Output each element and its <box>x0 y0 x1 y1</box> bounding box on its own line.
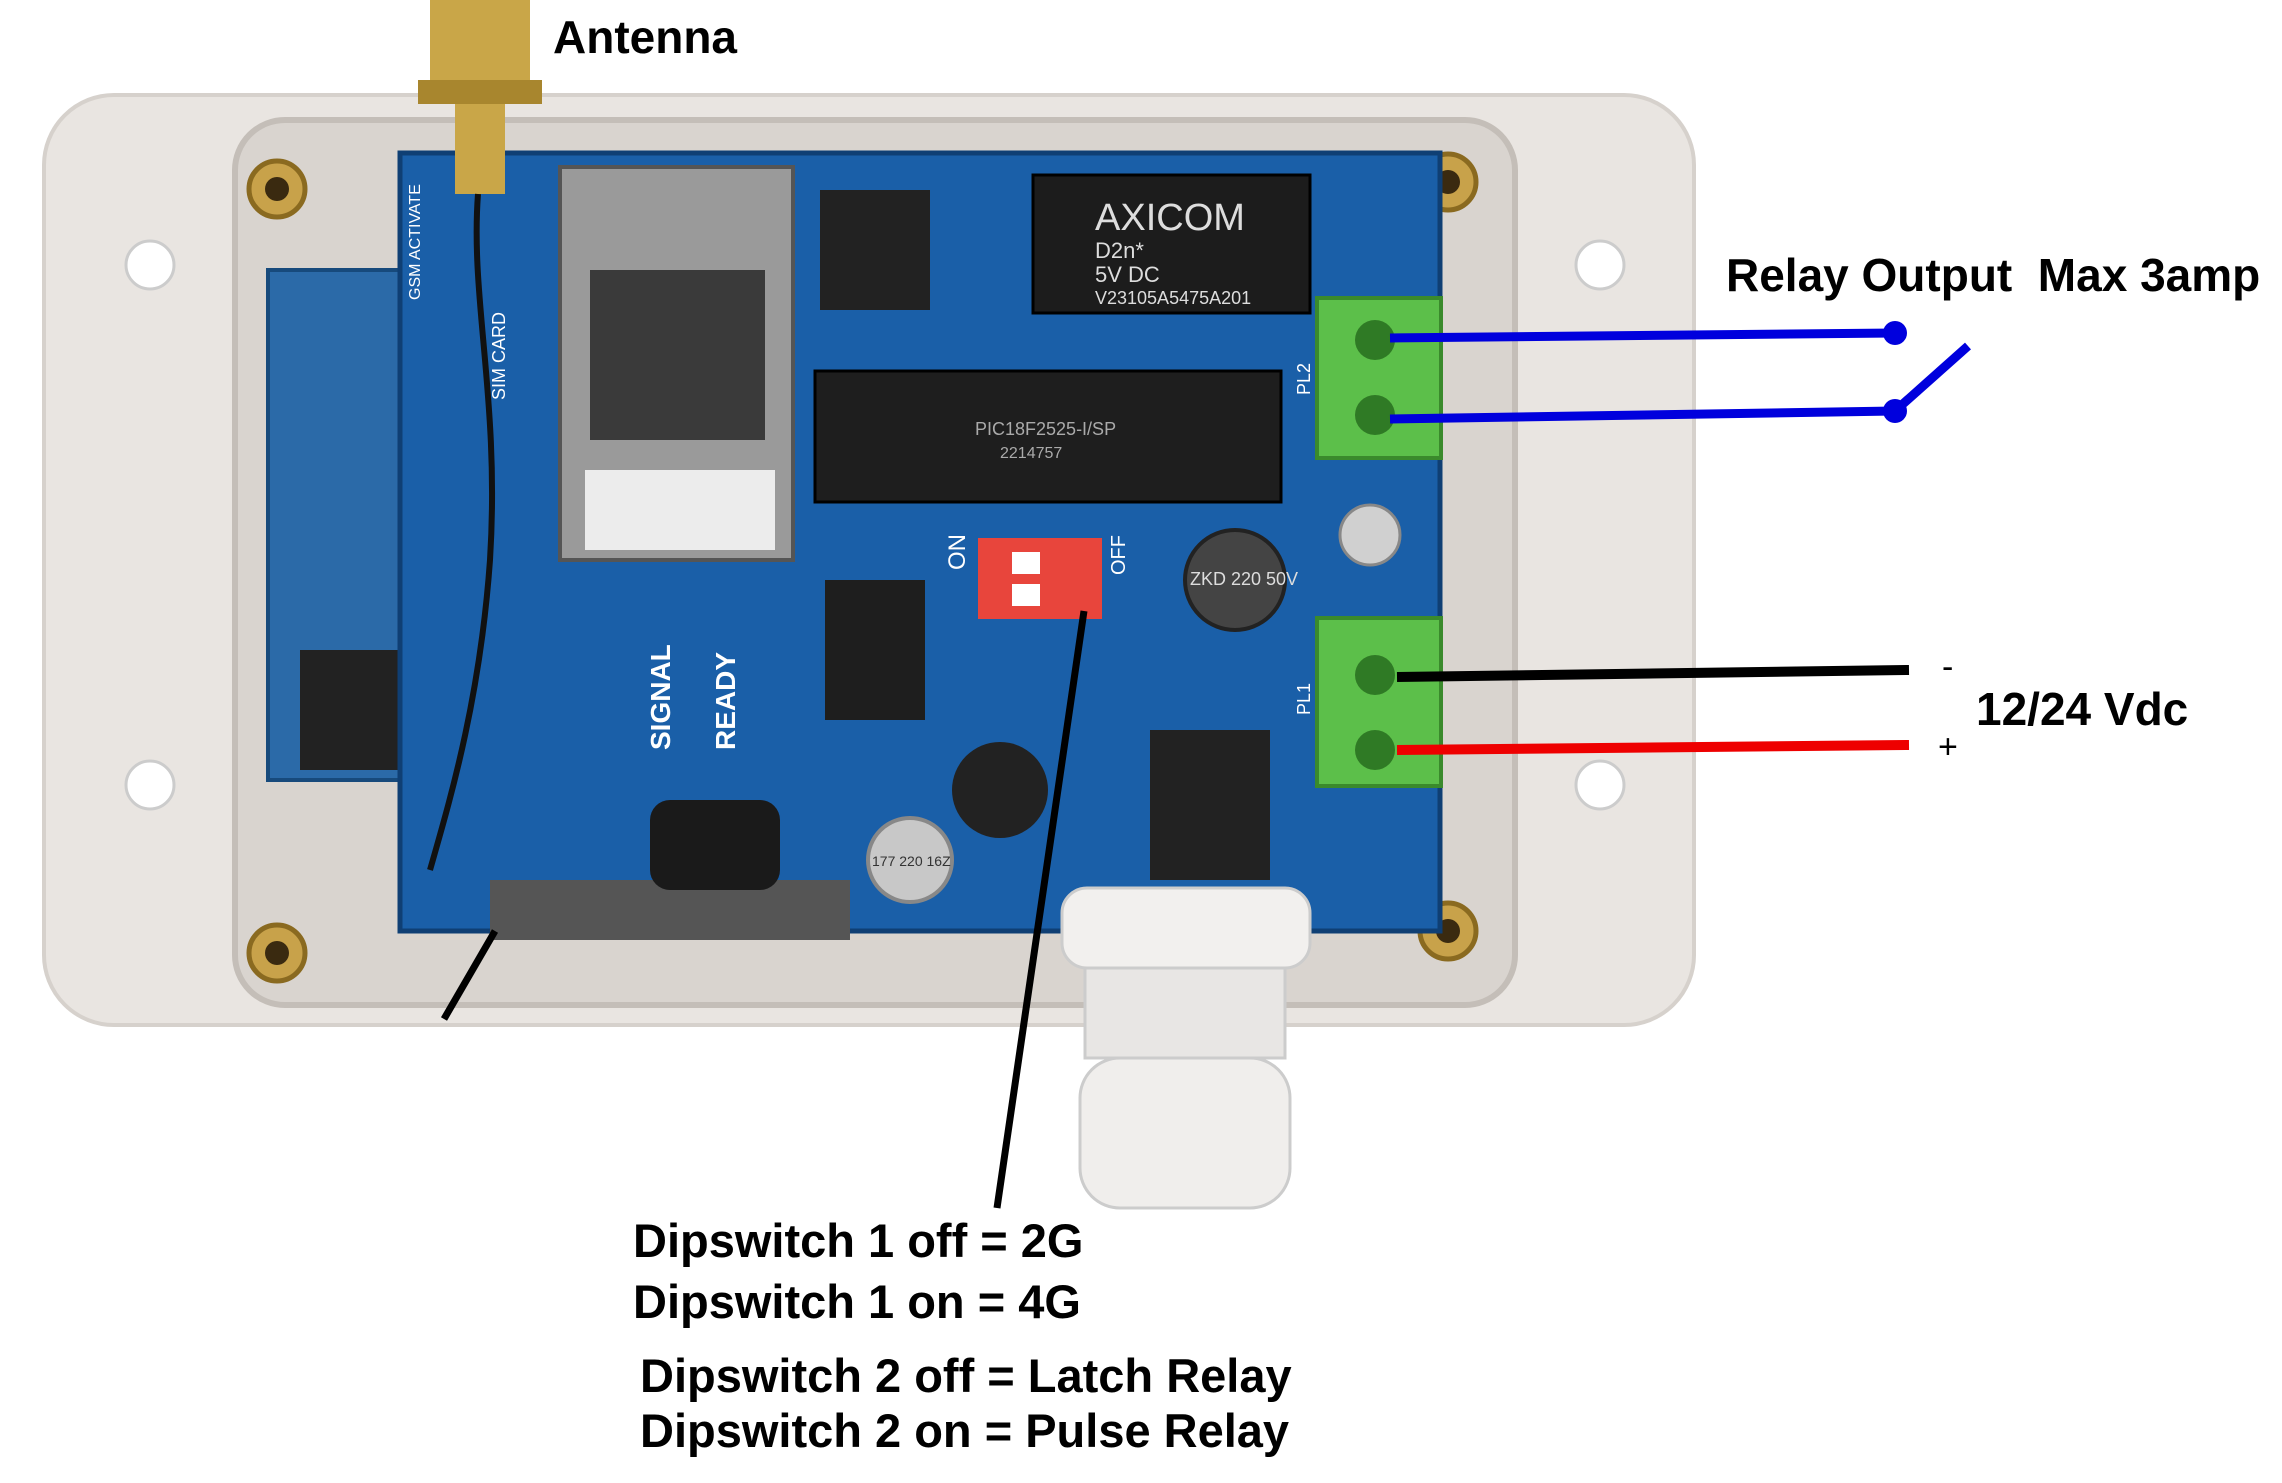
capacitor-small: 177 220 16Z <box>866 816 954 904</box>
svg-text:5V DC: 5V DC <box>1095 262 1160 287</box>
cable-gland <box>1060 886 1312 1210</box>
svg-text:2214757: 2214757 <box>1000 445 1062 462</box>
inductor <box>952 742 1048 838</box>
power-voltage-label: 12/24 Vdc <box>1976 683 2189 735</box>
antenna-label: Antenna <box>553 11 737 63</box>
marking-sim-card: SIM CARD <box>489 312 509 400</box>
antenna-connector <box>418 0 542 871</box>
microcontroller-chip: PIC18F2525-I/SP 2214757 <box>813 369 1283 504</box>
svg-text:V23105A5475A201: V23105A5475A201 <box>1095 288 1251 308</box>
power-plus-label: + <box>1938 728 1958 766</box>
relay-output-label: Relay Output Max 3amp <box>1726 249 2261 301</box>
dipswitch-note-4: Dipswitch 2 on = Pulse Relay <box>640 1404 1290 1457</box>
dip-switch[interactable] <box>978 538 1102 619</box>
radio-module <box>490 800 850 940</box>
dipswitch-pointer-line <box>993 610 1088 1209</box>
marking-dip-on: ON <box>944 534 971 570</box>
relay-component: AXICOM D2n* 5V DC V23105A5475A201 <box>1031 173 1312 315</box>
terminal-block-pl1[interactable] <box>1315 616 1443 788</box>
negative-wire <box>1396 665 1910 682</box>
dipswitch-note-2: Dipswitch 1 on = 4G <box>633 1275 1081 1328</box>
screw <box>1338 503 1402 567</box>
marking-ready: READY <box>710 652 741 750</box>
dipswitch-note-1: Dipswitch 1 off = 2G <box>633 1214 1084 1267</box>
regulator-chip <box>1150 730 1270 880</box>
power-minus-label: - <box>1942 648 1954 686</box>
capacitor-large: ZKD 220 50V <box>1183 528 1298 632</box>
marking-pl1: PL1 <box>1294 683 1314 715</box>
marking-dip-off: OFF <box>1108 535 1130 575</box>
radio-pointer-line <box>440 929 499 1021</box>
relay-output-wires <box>1389 321 1971 424</box>
svg-text:D2n*: D2n* <box>1095 238 1144 263</box>
svg-text:177 220 16Z: 177 220 16Z <box>872 853 951 869</box>
positive-wire <box>1396 740 1910 755</box>
marking-pl2: PL2 <box>1294 363 1314 395</box>
svg-text:PIC18F2525-I/SP: PIC18F2525-I/SP <box>975 419 1116 439</box>
marking-signal: SIGNAL <box>645 644 676 750</box>
svg-text:AXICOM: AXICOM <box>1095 197 1245 239</box>
eeprom-chip <box>820 190 930 310</box>
sim-card-holder <box>558 165 795 562</box>
terminal-block-pl2[interactable] <box>1315 296 1443 460</box>
marking-gsm: GSM ACTIVATE <box>407 184 424 300</box>
driver-chip <box>825 580 925 720</box>
svg-text:ZKD 220 50V: ZKD 220 50V <box>1190 569 1298 589</box>
dipswitch-note-3: Dipswitch 2 off = Latch Relay <box>640 1349 1292 1402</box>
